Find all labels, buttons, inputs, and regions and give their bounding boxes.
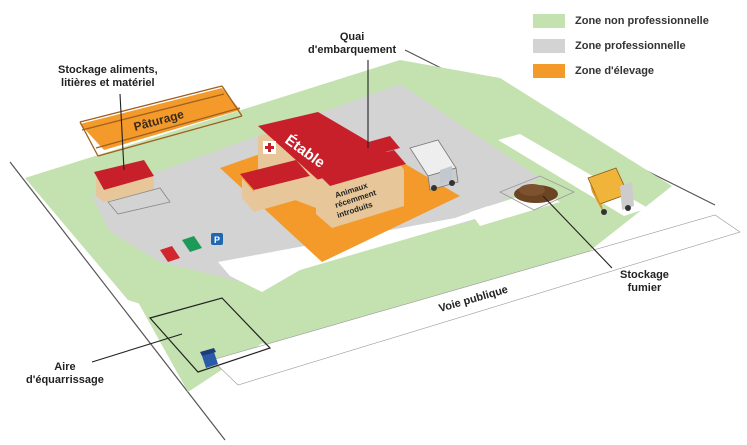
rendering-area-outline	[148, 297, 272, 373]
dump-truck	[587, 167, 634, 215]
legend-label: Zone non professionnelle	[575, 14, 709, 27]
storage-label-line2: litières et matériel	[61, 77, 155, 89]
parking-sign: P	[214, 235, 220, 245]
rendering-label-line1: Aire	[54, 361, 76, 373]
storage-building	[94, 160, 171, 215]
legend-label: Zone professionnelle	[575, 39, 686, 52]
quay-label-line2: d'embarquement	[308, 44, 397, 56]
quay-label: Quai d'embarquement	[308, 31, 396, 57]
pasture-zone	[80, 88, 240, 150]
legend-item-non-professional: Zone non professionnelle	[533, 8, 709, 33]
zone-non-professional-lower	[138, 281, 290, 392]
yard-edge	[218, 206, 492, 292]
quay-label-line1: Quai	[339, 31, 365, 43]
legend-label: Zone d'élevage	[575, 64, 655, 77]
manure-label: Stockage fumier	[620, 269, 669, 295]
legend: Zone non professionnelle Zone profession…	[533, 8, 709, 83]
manure-label-line2: fumier	[627, 282, 662, 294]
legend-swatch-green	[533, 13, 565, 28]
livestock-truck	[409, 139, 459, 191]
storage-label-line1: Stockage aliments,	[58, 64, 158, 76]
legend-swatch-gray	[533, 38, 565, 53]
rendering-label-line2: d'équarrissage	[26, 374, 104, 386]
barn	[240, 112, 406, 228]
bin-icon	[200, 348, 218, 368]
legend-item-breeding: Zone d'élevage	[533, 58, 709, 83]
storage-label: Stockage aliments, litières et matériel	[58, 64, 158, 90]
legend-swatch-orange	[533, 63, 565, 78]
property-border	[9, 161, 226, 441]
parked-cars	[160, 233, 223, 262]
pasture-fence	[79, 85, 243, 157]
legend-item-professional: Zone professionnelle	[533, 33, 709, 58]
manure-label-line1: Stockage	[620, 269, 669, 281]
leader-lines	[91, 60, 613, 363]
manure-storage	[499, 175, 575, 211]
public-road	[211, 214, 741, 386]
rendering-label: Aire d'équarrissage	[26, 361, 104, 387]
